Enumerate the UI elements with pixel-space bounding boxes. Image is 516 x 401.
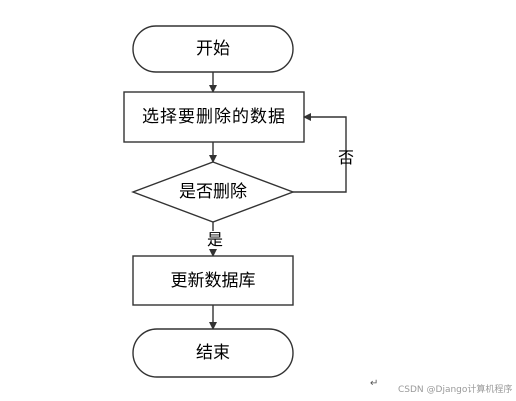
decision-label: 是否删除 bbox=[179, 182, 247, 202]
end-terminal-shape bbox=[132, 328, 294, 378]
no-edge-label: 否 bbox=[338, 148, 355, 167]
paragraph-mark: ↵ bbox=[370, 378, 379, 389]
arrow-no-loop bbox=[293, 113, 347, 193]
end-label: 结束 bbox=[196, 343, 230, 363]
yes-edge-label: 是 bbox=[206, 230, 225, 249]
start-label: 开始 bbox=[196, 39, 230, 59]
select-process-shape bbox=[123, 91, 305, 143]
csdn-watermark: CSDN @Django计算机程序 bbox=[398, 385, 513, 395]
select-label: 选择要删除的数据 bbox=[142, 106, 286, 127]
update-process-shape bbox=[132, 255, 294, 306]
update-label: 更新数据库 bbox=[170, 270, 256, 291]
